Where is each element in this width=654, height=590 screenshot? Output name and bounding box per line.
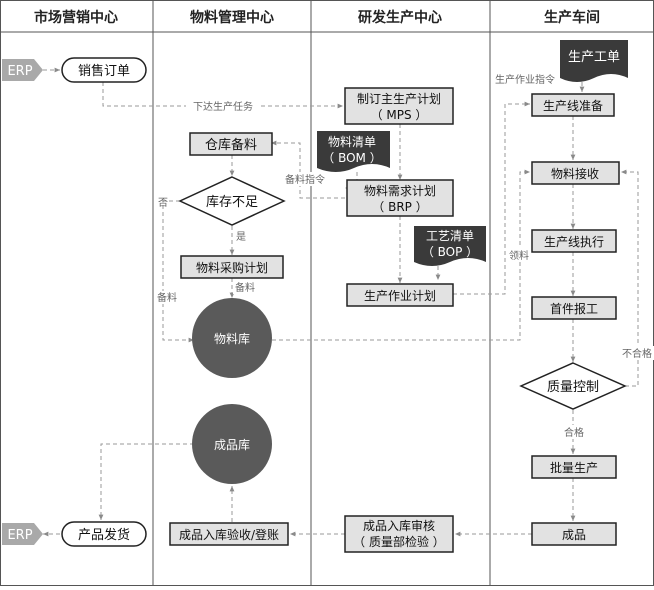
material-store-node: 物料库 xyxy=(192,298,272,378)
warehouse-prep-node: 仓库备料 xyxy=(189,132,273,156)
svg-text:（ BOM ）: （ BOM ） xyxy=(322,151,381,165)
svg-text:库存不足: 库存不足 xyxy=(206,194,258,210)
svg-text:物料库: 物料库 xyxy=(214,331,250,346)
svg-text:ERP: ERP xyxy=(7,64,32,79)
lane-title-marketing: 市场营销中心 xyxy=(34,9,118,26)
svg-text:产品发货: 产品发货 xyxy=(78,527,130,543)
mps-node: 制订主生产计划 （ MPS ） xyxy=(344,87,454,125)
lane-title-material: 物料管理中心 xyxy=(190,9,274,26)
edge-label-no: 否 xyxy=(158,197,168,209)
erp-top-node: ERP xyxy=(2,59,43,81)
sales-order-node: 销售订单 xyxy=(61,57,147,83)
fg-acceptance-node: 成品入库验收/登账 xyxy=(169,522,289,546)
quality-control-decision: 质量控制 xyxy=(519,362,627,410)
svg-text:销售订单: 销售订单 xyxy=(78,63,130,79)
lane-title-workshop: 生产车间 xyxy=(544,9,600,26)
svg-text:质量控制: 质量控制 xyxy=(547,380,599,395)
svg-text:（ MPS ）: （ MPS ） xyxy=(371,108,428,122)
svg-text:物料接收: 物料接收 xyxy=(551,166,599,181)
line-exec-node: 生产线执行 xyxy=(531,229,617,253)
brp-node: 物料需求计划 （ BRP ） xyxy=(346,179,454,217)
edge-label-yes: 是 xyxy=(236,231,246,243)
edge-label-prep-order: 备料指令 xyxy=(285,173,325,186)
svg-text:物料清单: 物料清单 xyxy=(328,135,376,149)
svg-text:制订主生产计划: 制订主生产计划 xyxy=(357,92,441,106)
svg-text:ERP: ERP xyxy=(7,528,32,543)
edge-label-pick-material: 领料 xyxy=(509,249,529,262)
lane-title-rd-production: 研发生产中心 xyxy=(358,9,442,26)
svg-text:工艺清单: 工艺清单 xyxy=(426,229,474,243)
svg-text:生产工单: 生产工单 xyxy=(568,50,620,65)
bop-document-node: 工艺清单 （ BOP ） xyxy=(414,226,486,266)
edge-label-unqualified: 不合格 xyxy=(622,347,652,360)
edge-label-qualified: 合格 xyxy=(564,426,584,439)
svg-text:（ BOP ）: （ BOP ） xyxy=(422,245,478,259)
edge-label-prep-material: 备料 xyxy=(235,281,255,294)
finished-goods-node: 成品 xyxy=(531,522,617,546)
svg-text:物料采购计划: 物料采购计划 xyxy=(196,260,268,275)
bom-document-node: 物料清单 （ BOM ） xyxy=(317,131,390,172)
svg-text:（ 质量部检验 ）: （ 质量部检验 ） xyxy=(353,534,445,549)
svg-text:（ BRP ）: （ BRP ） xyxy=(372,200,427,214)
fg-audit-node: 成品入库审核 （ 质量部检验 ） xyxy=(344,515,454,553)
svg-text:生产线执行: 生产线执行 xyxy=(544,235,604,249)
svg-text:物料需求计划: 物料需求计划 xyxy=(364,184,436,198)
first-report-node: 首件报工 xyxy=(531,296,617,320)
edge-label-issue-task: 下达生产任务 xyxy=(193,100,253,113)
svg-text:成品: 成品 xyxy=(562,528,586,542)
svg-text:首件报工: 首件报工 xyxy=(550,301,598,316)
svg-text:成品库: 成品库 xyxy=(214,437,250,452)
svg-text:批量生产: 批量生产 xyxy=(550,460,598,475)
line-prep-node: 生产线准备 xyxy=(531,93,615,117)
work-order-document-node: 生产工单 xyxy=(560,40,628,82)
svg-text:生产线准备: 生产线准备 xyxy=(543,99,603,113)
stock-shortage-decision: 库存不足 xyxy=(178,176,286,226)
product-shipment-node: 产品发货 xyxy=(61,521,147,547)
edge-label-work-order-cmd: 生产作业指令 xyxy=(495,73,555,86)
svg-text:成品入库验收/登账: 成品入库验收/登账 xyxy=(179,527,279,542)
edge-labels: 下达生产任务 备料指令 否 是 备料 备料 生产作业指令 领料 不合格 合格 xyxy=(155,72,654,439)
batch-production-node: 批量生产 xyxy=(531,455,617,479)
work-plan-node: 生产作业计划 xyxy=(346,283,454,307)
purchase-plan-node: 物料采购计划 xyxy=(180,255,284,279)
svg-text:成品入库审核: 成品入库审核 xyxy=(363,518,435,533)
finished-store-node: 成品库 xyxy=(192,404,272,484)
edge-label-stock-material: 备料 xyxy=(157,291,177,304)
svg-text:仓库备料: 仓库备料 xyxy=(205,137,257,153)
erp-bottom-node: ERP xyxy=(2,523,43,545)
material-receive-node: 物料接收 xyxy=(531,161,620,185)
svg-text:生产作业计划: 生产作业计划 xyxy=(364,289,436,303)
